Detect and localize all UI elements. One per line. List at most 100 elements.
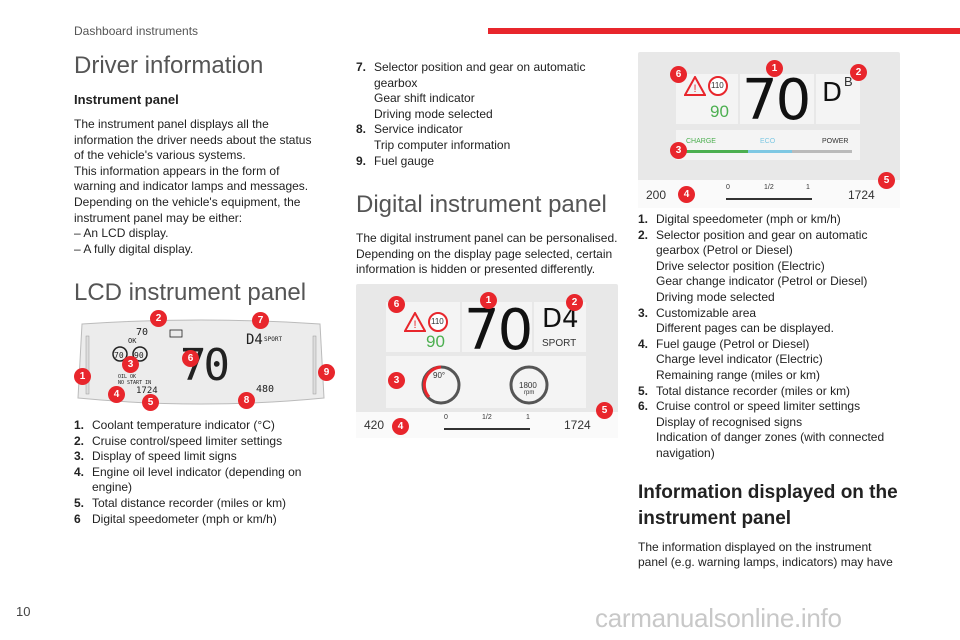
eco-segment <box>748 150 792 153</box>
legend-item-text: Fuel gauge <box>374 153 435 168</box>
power-segment <box>792 150 852 153</box>
callout-marker-5: 5 <box>142 394 159 411</box>
custom-area-panel <box>386 356 586 408</box>
odometer-value: 1724 <box>564 418 591 432</box>
legend-item-text: Remaining range (miles or km) <box>656 367 821 382</box>
lcd-instrument-figure: 70 OK 70 90 70 D4 SPORT OIL OK NO START … <box>74 310 335 411</box>
legend-item-text: Display of speed limit signs <box>92 449 237 464</box>
digital-intro-paragraph: The digital instrument panel can be pers… <box>356 231 618 277</box>
legend-item-text: Display of recognised signs <box>656 414 803 429</box>
section-heading-digital: Digital instrument panel <box>356 191 607 219</box>
digital-panel-figure-electric: ! 110 90 70 D B CHARGE ECO POWER 200 0 1… <box>638 52 900 208</box>
legend-item-text: Total distance recorder (miles or km) <box>656 383 851 398</box>
digital-speed-readout: 70 <box>464 298 533 363</box>
legend-item: 6 Digital speedometer (mph or km/h) <box>74 512 324 528</box>
digital-legend-list: 1. Digital speedometer (mph or km/h) 2. Sel… <box>638 212 898 462</box>
list-dash-item: – A fully digital display. <box>74 241 194 256</box>
cruise-speed: 90 <box>426 332 445 351</box>
legend-item-text: Digital speedometer (mph or km/h) <box>656 212 841 226</box>
lcd-sign-70: 70 <box>114 351 124 360</box>
legend-item-text: Drive selector position (Electric) <box>656 258 825 273</box>
lcd-odometer: 1724 <box>136 386 158 396</box>
callout-marker-5: 5 <box>878 172 895 189</box>
callout-marker-4: 4 <box>392 418 409 435</box>
legend-item-text: Cruise control/speed limiter settings <box>92 433 283 448</box>
temperature-gauge-icon <box>421 365 461 405</box>
lcd-legend: 1. Coolant temperature indicator (°C) 2.Cr… <box>74 418 324 527</box>
legend-item-text: Coolant temperature indicator (°C) <box>92 418 275 432</box>
legend-item-text: Engine oil level indicator (depending on… <box>92 464 302 495</box>
legend-item: 3. Display of speed limit signs <box>74 449 324 465</box>
legend-item: 2.Cruise control/speed limiter settings <box>74 434 324 450</box>
legend-item-text: Selector position and gear on automatic … <box>656 227 868 258</box>
lcd-sign-90: 90 <box>134 351 144 360</box>
speed-panel <box>462 302 532 352</box>
svg-text:!: ! <box>413 319 416 331</box>
rpm-gauge-icon <box>509 365 549 405</box>
paragraph: This information appears in the form of … <box>74 163 309 194</box>
speed-limit-sign-icon <box>428 312 448 332</box>
gear-panel <box>816 74 860 124</box>
digital-panel-figure-fuel: ! 110 90 70 D4 SPORT 90° 1800 rpm 420 0 … <box>356 284 618 438</box>
callout-marker-7: 7 <box>252 312 269 329</box>
legend-item: 7. Selector position and gear on automati… <box>356 60 618 122</box>
range-value: 420 <box>364 418 385 432</box>
legend-item-text: Digital speedometer (mph or km/h) <box>92 511 277 526</box>
paragraph: Depending on the vehicle's equipment, th… <box>74 194 301 225</box>
fuel-gauge-bar <box>444 428 530 430</box>
legend-item-number: 9. <box>356 153 367 168</box>
lcd-ok-label: OK <box>128 337 137 345</box>
right-column: 1. Digital speedometer (mph or km/h) 2. Sel… <box>638 212 898 571</box>
legend-item-number: 4. <box>638 336 649 351</box>
callout-marker-3: 3 <box>122 356 139 373</box>
callout-marker-8: 8 <box>238 392 255 409</box>
legend-item-text: Driving mode selected <box>374 106 493 121</box>
rpm-value: 1800 <box>519 381 537 390</box>
legend-item-number: 6. <box>638 399 649 414</box>
callout-marker-1: 1 <box>74 368 91 385</box>
fuel-scale-zero: 0 <box>444 414 448 421</box>
svg-text:!: ! <box>693 83 696 95</box>
paragraph: The instrument panel displays all the in… <box>74 117 312 163</box>
speed-panel <box>740 74 814 124</box>
information-paragraph: The information displayed on the instrum… <box>638 539 893 570</box>
callout-marker-6: 6 <box>182 350 199 367</box>
middle-column: 7. Selector position and gear on automati… <box>356 60 618 278</box>
legend-item-number: 1. <box>638 212 649 226</box>
driving-mode: SPORT <box>542 338 577 349</box>
callout-marker-2: 2 <box>566 294 583 311</box>
fuel-scale-half: 1/2 <box>764 184 774 191</box>
legend-item-number: 2. <box>638 227 649 242</box>
legend-item: 4. Engine oil level indicator (depending … <box>74 465 324 496</box>
left-column: Driver information Instrument panel The … <box>74 52 324 319</box>
running-header: Dashboard instruments <box>74 24 199 38</box>
legend-item-number: 4. <box>74 464 85 479</box>
subheading-instrument-panel: Instrument panel <box>74 92 179 107</box>
legend-item-number: 6 <box>74 511 81 526</box>
legend-item-number: 7. <box>356 60 367 74</box>
legend-item-text: Driving mode selected <box>656 289 775 304</box>
lcd-mode-label: SPORT <box>264 336 283 343</box>
legend-item-number: 1. <box>74 418 85 432</box>
legend-item: 5.Total distance recorder (miles or km) <box>74 496 324 512</box>
legend-item-text: Gear shift indicator <box>374 91 475 106</box>
charge-label: CHARGE <box>686 138 716 145</box>
legend-item-number: 5. <box>74 495 85 510</box>
legend-item: 5.Total distance recorder (miles or km) <box>638 384 898 400</box>
legend-item-number: 3. <box>74 449 85 464</box>
legend-item-text: Selector position and gear on automatic … <box>374 60 586 90</box>
odometer-value: 1724 <box>848 188 875 202</box>
callout-marker-1: 1 <box>766 60 783 77</box>
callout-marker-3: 3 <box>670 142 687 159</box>
lcd-legend-list-continued: 7. Selector position and gear on automati… <box>356 60 618 169</box>
fuel-scale-half: 1/2 <box>482 414 492 421</box>
page-number: 10 <box>16 604 31 619</box>
section-heading-information-displayed: Information displayed on the instrument … <box>638 481 898 529</box>
callout-marker-1: 1 <box>480 292 497 309</box>
power-label: POWER <box>822 138 849 145</box>
sign-panel <box>676 74 738 124</box>
legend-item-text: Charge level indicator (Electric) <box>656 352 823 367</box>
callout-marker-2: 2 <box>150 310 167 327</box>
